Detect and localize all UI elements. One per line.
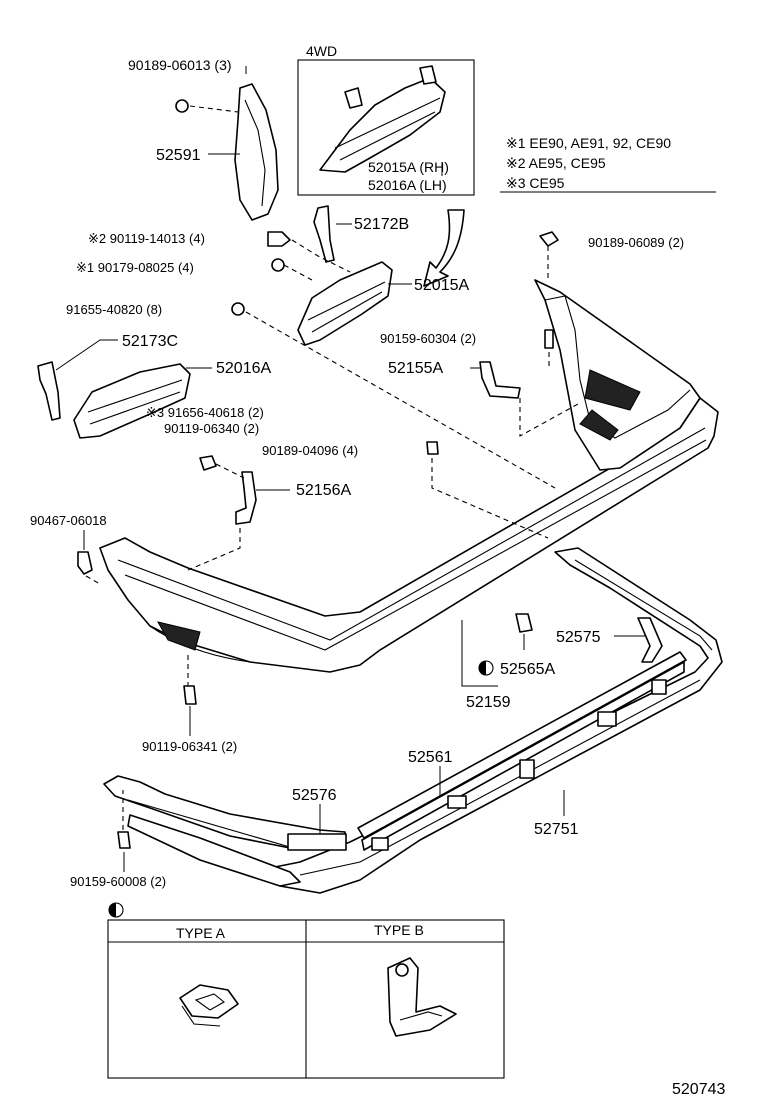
bracket-52156A (235, 471, 257, 525)
label-type-b: TYPE B (374, 922, 424, 938)
note-3: ※3 CE95 (506, 175, 565, 191)
label-90467-06018: 90467-06018 (30, 513, 107, 528)
label-52015A-rh: 52015A (RH) (368, 159, 449, 175)
label-52156A: 52156A (296, 482, 351, 499)
label-52751: 52751 (534, 821, 579, 838)
alignment-lines (85, 105, 579, 830)
label-52561: 52561 (408, 749, 453, 766)
bracket-52172B (313, 205, 335, 263)
label-90189-06089: 90189-06089 (2) (588, 235, 684, 250)
bracket-52015A (297, 261, 393, 346)
label-91656-40618: ※3 91656-40618 (2) (146, 405, 264, 420)
label-90159-60008: 90159-60008 (2) (70, 874, 166, 889)
label-52575: 52575 (556, 629, 601, 646)
liner-52591 (234, 83, 279, 221)
label-52159: 52159 (466, 694, 511, 711)
label-52172B: 52172B (354, 216, 409, 233)
label-90159-60304: 90159-60304 (2) (380, 331, 476, 346)
bracket-52155A (479, 361, 521, 399)
label-90189-04096: 90189-04096 (4) (262, 443, 358, 458)
bracket-52173C (37, 361, 61, 421)
label-type-a: TYPE A (176, 925, 226, 941)
label-52173C: 52173C (122, 333, 178, 350)
4wd-inset-box (297, 59, 475, 196)
label-90119-06340: 90119-06340 (2) (164, 421, 259, 436)
bumper-cover-52159 (99, 279, 719, 673)
label-52576: 52576 (292, 787, 337, 804)
clip-type-table (107, 919, 505, 1079)
label-52565A: 52565A (500, 661, 555, 678)
label-52591: 52591 (156, 147, 201, 164)
label-52016A: 52016A (216, 360, 271, 377)
bracket-52016A (73, 363, 191, 439)
type-a-clip-drawing (179, 984, 239, 1027)
label-91655-40820: 91655-40820 (8) (66, 302, 162, 317)
label-90119-06341: 90119-06341 (2) (142, 739, 237, 754)
retainer-52576 (103, 775, 347, 887)
type-b-clip-drawing (387, 957, 457, 1037)
leader-lines (55, 66, 716, 918)
label-52155A: 52155A (388, 360, 443, 377)
label-90119-14013: ※2 90119-14013 (4) (88, 231, 205, 246)
note-1: ※1 EE90, AE91, 92, CE90 (506, 135, 671, 151)
note-2: ※2 AE95, CE95 (506, 155, 606, 171)
fasteners (77, 99, 559, 849)
label-52016A-lh: 52016A (LH) (368, 177, 447, 193)
label-4wd: 4WD (306, 43, 337, 59)
bracket-52575 (637, 617, 663, 663)
label-90189-06013: 90189-06013 (3) (128, 57, 232, 73)
label-90179-08025: ※1 90179-08025 (4) (76, 260, 194, 275)
label-52015A: 52015A (414, 277, 469, 294)
part-labels: 90189-06013 (3) 52591 4WD 52015A (RH) 52… (30, 43, 725, 1098)
diagram-number: 520743 (672, 1081, 725, 1098)
